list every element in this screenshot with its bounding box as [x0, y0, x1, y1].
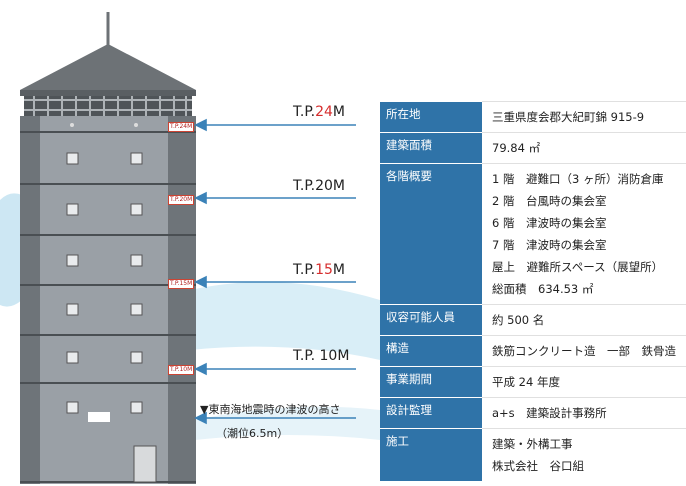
table-row: 事業期間 平成 24 年度	[380, 366, 686, 398]
tp-number: 20	[315, 178, 333, 194]
table-row: 各階概要 1 階 避難口（3 ヶ所）消防倉庫 2 階 台風時の集会室 6 階 津…	[380, 163, 686, 305]
marker-small-10: T.P.10M	[168, 365, 195, 375]
roof-band	[20, 90, 196, 96]
table-row: 収容可能人員 約 500 名	[380, 304, 686, 336]
row-label: 収容可能人員	[380, 304, 482, 336]
row-value: 建築・外構工事 株式会社 谷口組	[482, 428, 686, 481]
row-value: 平成 24 年度	[482, 366, 686, 398]
roof	[20, 44, 196, 90]
building-edge-left	[20, 116, 40, 484]
floor-lines	[20, 131, 196, 483]
tp-label-10: T.P. 10M	[293, 348, 349, 364]
tp-label-20: T.P.20M	[293, 178, 345, 194]
tp-unit: M	[337, 348, 350, 364]
row-label: 建築面積	[380, 132, 482, 164]
tp-label-24: T.P.24M	[293, 104, 345, 120]
info-table: 所在地 三重県度会郡大紀町錦 915-9 建築面積 79.84 ㎡ 各階概要 1…	[380, 101, 686, 481]
row-value: 1 階 避難口（3 ヶ所）消防倉庫 2 階 台風時の集会室 6 階 津波時の集会…	[482, 163, 686, 305]
table-row: 設計監理 a+s 建築設計事務所	[380, 397, 686, 429]
row-value: a+s 建築設計事務所	[482, 397, 686, 429]
bg-wave-left	[0, 193, 22, 307]
row-label: 各階概要	[380, 163, 482, 305]
table-row: 建築面積 79.84 ㎡	[380, 132, 686, 164]
bg-wave-right	[190, 282, 380, 360]
tp-number: 24	[315, 104, 333, 120]
door	[133, 445, 157, 483]
building-edge-right	[168, 116, 196, 484]
tsunami-note: ▼東南海地震時の津波の高さ	[200, 403, 341, 416]
row-label: 所在地	[380, 101, 482, 133]
row-label: 設計監理	[380, 397, 482, 429]
marker-small-20: T.P.20M	[168, 195, 195, 205]
row-value: 鉄筋コンクリート造 一部 鉄骨造	[482, 335, 686, 367]
tp-prefix: T.P.	[293, 348, 316, 364]
marker-small-24: T.P.24M	[168, 122, 195, 132]
row-value: 79.84 ㎡	[482, 132, 686, 164]
row-label: 事業期間	[380, 366, 482, 398]
tp-number: 10	[315, 348, 338, 364]
tp-unit: M	[332, 178, 345, 194]
building-body	[20, 116, 196, 484]
tp-number: 15	[315, 262, 333, 278]
row-label: 構造	[380, 335, 482, 367]
tsunami-tide-note: （潮位6.5m）	[216, 427, 289, 440]
windows	[66, 152, 143, 414]
tp-prefix: T.P.	[293, 104, 316, 120]
row-value: 約 500 名	[482, 304, 686, 336]
tp-label-15: T.P.15M	[293, 262, 345, 278]
marker-small-15: T.P.15M	[168, 279, 195, 289]
tp-unit: M	[332, 104, 345, 120]
railing-bars	[24, 96, 192, 116]
vent	[88, 412, 110, 422]
row-value: 三重県度会郡大紀町錦 915-9	[482, 101, 686, 133]
tp-prefix: T.P.	[293, 178, 316, 194]
table-row: 所在地 三重県度会郡大紀町錦 915-9	[380, 101, 686, 133]
row-label: 施工	[380, 428, 482, 481]
table-row: 構造 鉄筋コンクリート造 一部 鉄骨造	[380, 335, 686, 367]
bg-wave-right2	[195, 406, 380, 440]
tp-unit: M	[332, 262, 345, 278]
level-arrows	[194, 118, 356, 425]
tp-prefix: T.P.	[293, 262, 316, 278]
table-row: 施工 建築・外構工事 株式会社 谷口組	[380, 428, 686, 481]
